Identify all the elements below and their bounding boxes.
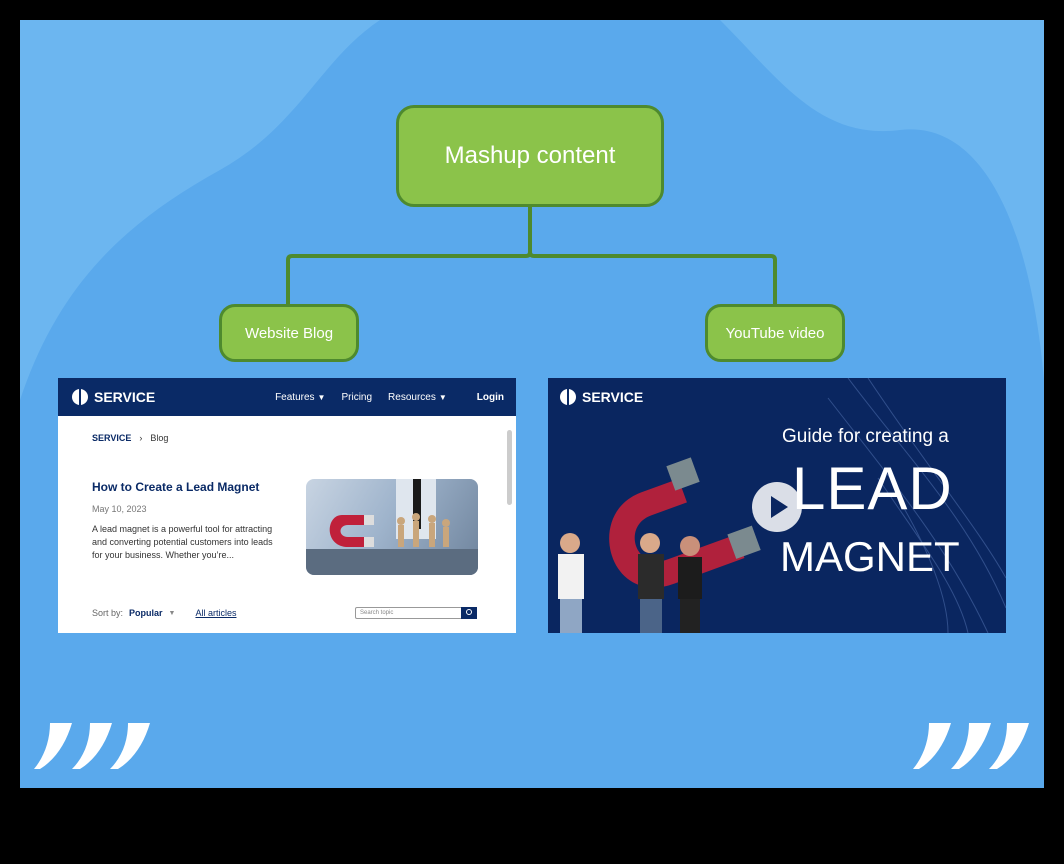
nav-login[interactable]: Login	[476, 391, 504, 403]
connector-lines	[286, 207, 777, 306]
breadcrumb-blog[interactable]: Blog	[150, 433, 169, 443]
caret-down-icon: ▼	[168, 609, 176, 617]
caret-down-icon: ▼	[317, 392, 326, 402]
sort-label: Sort by:	[92, 608, 124, 618]
play-icon[interactable]	[752, 482, 802, 532]
blog-navbar: SERVICE Features▼ Pricing Resources▼ Log…	[58, 378, 516, 416]
video-subtitle: Guide for creating a	[782, 426, 949, 447]
video-brand-label: SERVICE	[582, 389, 644, 405]
brand-logo-icon	[72, 389, 88, 405]
nav-features[interactable]: Features▼	[275, 391, 326, 403]
breadcrumb: SERVICE › Blog	[92, 433, 168, 443]
search-input[interactable]: Search topic	[355, 607, 477, 619]
video-art	[558, 378, 1006, 633]
post-date: May 10, 2023	[92, 504, 147, 514]
nav-pricing[interactable]: Pricing	[341, 391, 373, 403]
scrollbar[interactable]	[507, 430, 512, 505]
root-node: Mashup content	[396, 105, 664, 207]
post-excerpt: A lead magnet is a powerful tool for att…	[92, 524, 273, 560]
breadcrumb-home[interactable]: SERVICE	[92, 433, 132, 443]
youtube-node: YouTube video	[705, 304, 845, 362]
blog-brand-label: SERVICE	[94, 389, 156, 405]
chevron-right-icon: ›	[139, 433, 143, 443]
blog-brand[interactable]: SERVICE	[72, 389, 155, 405]
sort-bar: Sort by: Popular ▼ All articles	[92, 608, 236, 618]
nav-resources[interactable]: Resources▼	[388, 391, 447, 403]
blog-node: Website Blog	[219, 304, 359, 362]
magnet-photo	[306, 479, 478, 575]
video-brand: SERVICE	[560, 389, 643, 405]
youtube-preview[interactable]: SERVICE Guide for creating a LEAD MAGNET	[548, 378, 1006, 633]
video-title-magnet: MAGNET	[780, 533, 960, 580]
post-title[interactable]: How to Create a Lead Magnet	[92, 480, 260, 494]
post-image[interactable]	[306, 479, 478, 575]
caret-down-icon: ▼	[438, 392, 447, 402]
stripes-logo-icon	[34, 723, 150, 769]
brand-logo-icon	[560, 389, 576, 405]
sort-select[interactable]: Popular	[129, 608, 163, 618]
search-icon[interactable]	[461, 607, 477, 619]
all-articles-link[interactable]: All articles	[195, 608, 237, 618]
stripes-logo-icon	[913, 723, 1029, 769]
blog-preview: SERVICE Features▼ Pricing Resources▼ Log…	[58, 378, 516, 633]
video-title-lead: LEAD	[792, 455, 953, 522]
search-placeholder: Search topic	[360, 610, 394, 616]
diagram-canvas: Mashup content Website Blog YouTube vide…	[20, 20, 1044, 788]
background-blob	[20, 20, 1044, 400]
